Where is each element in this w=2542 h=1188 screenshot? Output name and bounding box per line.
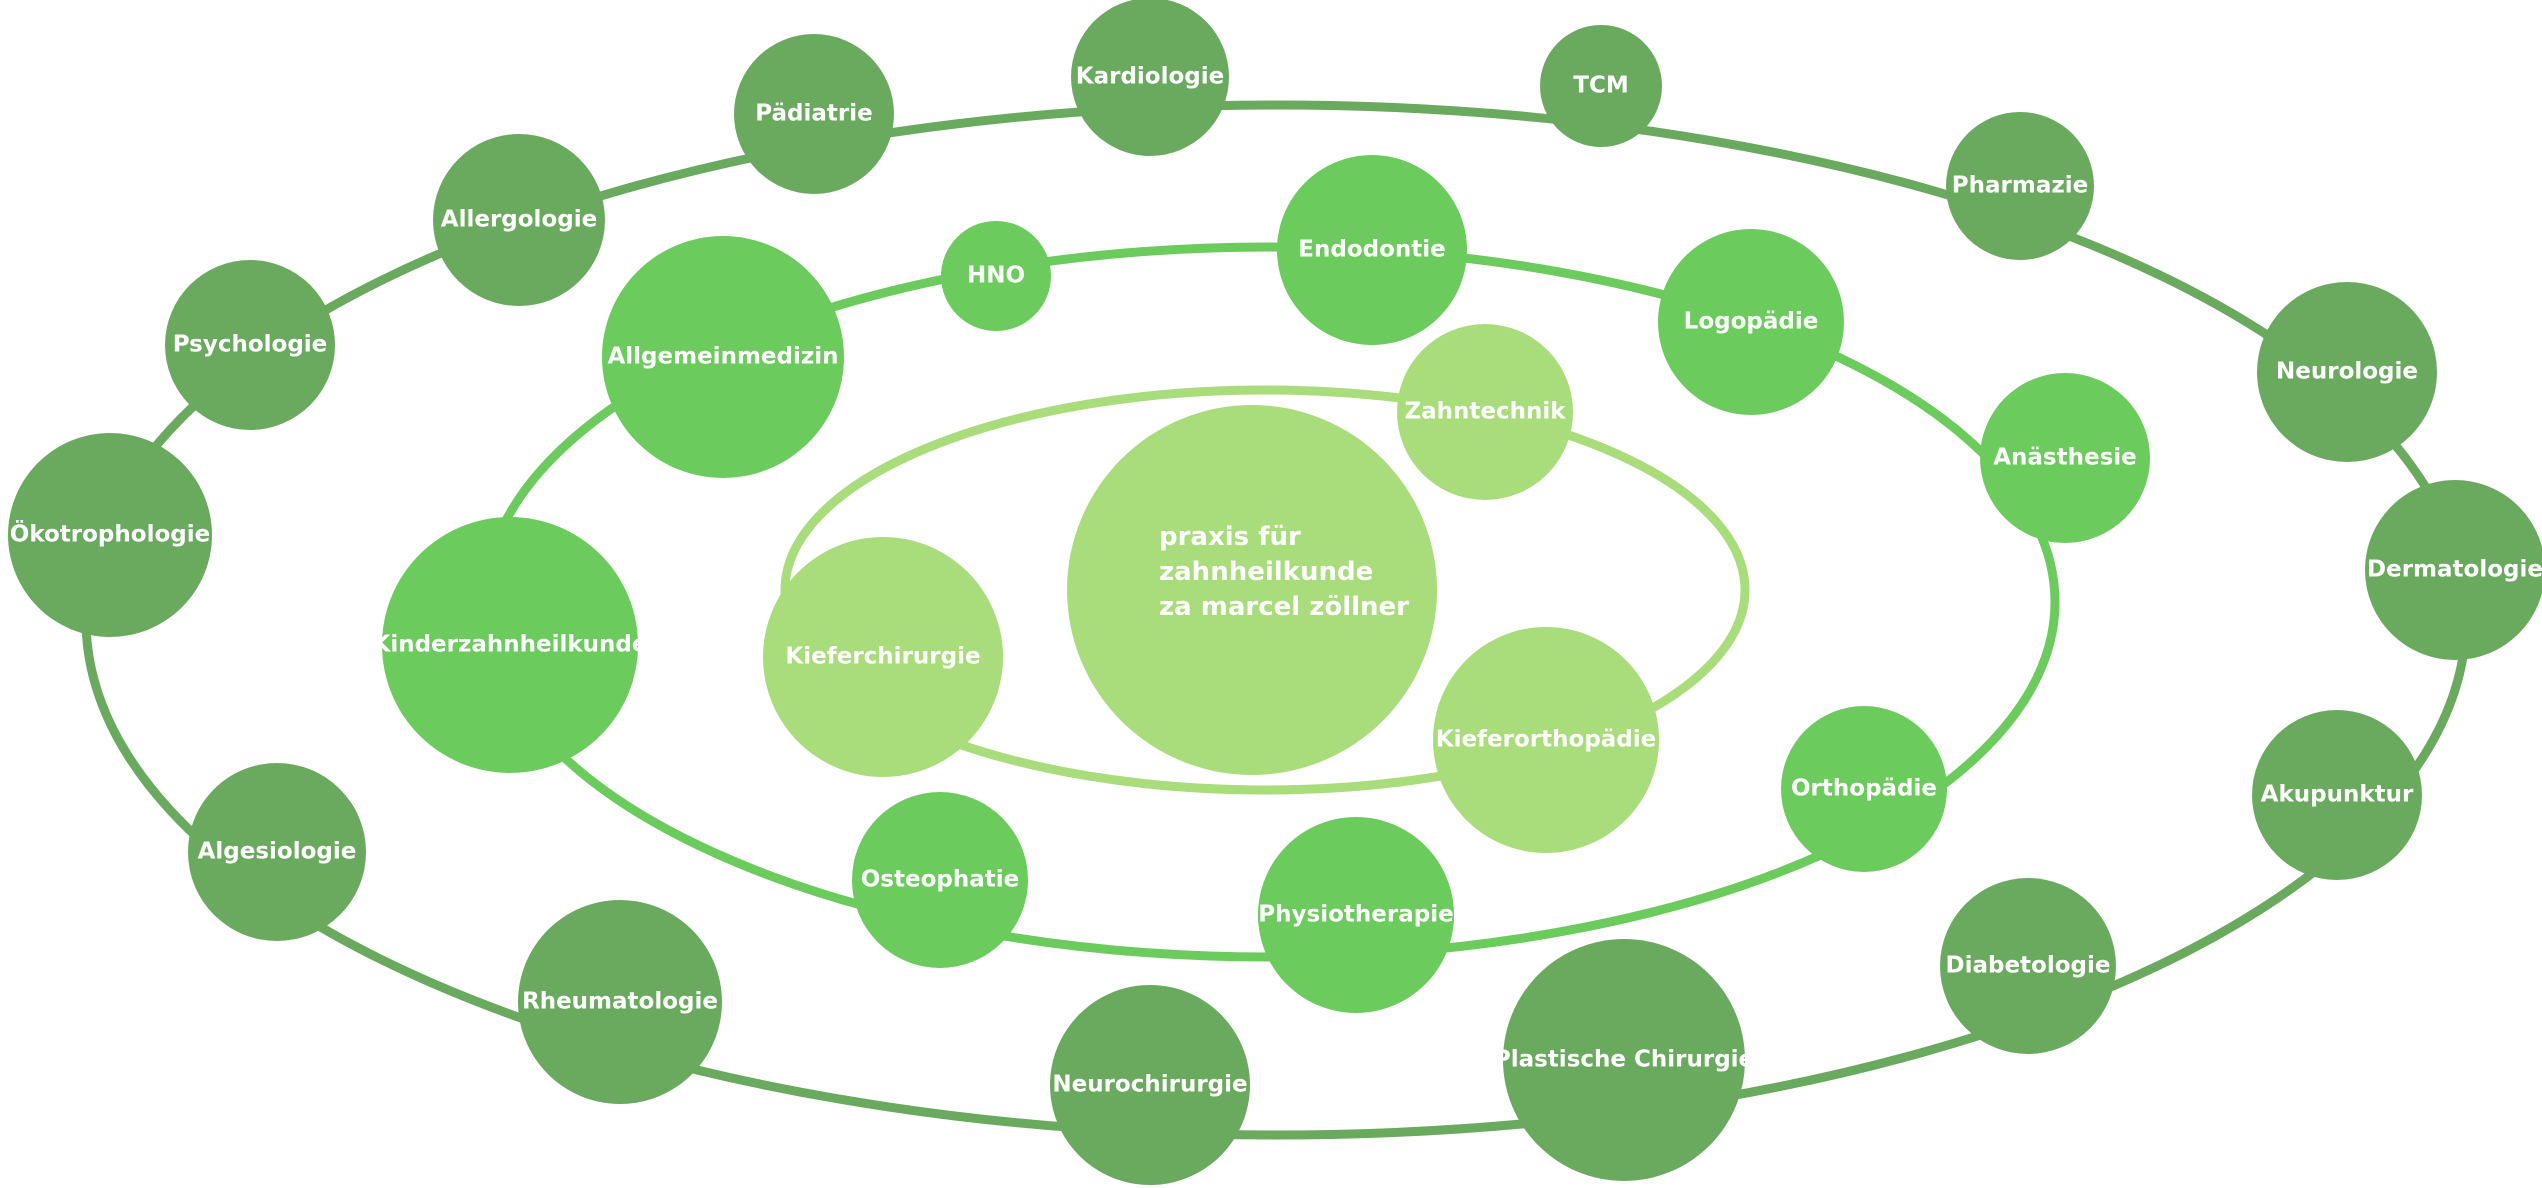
node-label: Endodontie bbox=[1298, 237, 1445, 263]
node-label: Allgemeinmedizin bbox=[607, 344, 838, 370]
node-label: Pädiatrie bbox=[755, 101, 872, 127]
node-label: Ökotrophologie bbox=[10, 520, 210, 548]
node-circle bbox=[2252, 710, 2422, 880]
node-label: Plastische Chirurgie bbox=[1494, 1047, 1754, 1073]
node-psychologie: Psychologie bbox=[165, 260, 335, 430]
node-label: Kardiologie bbox=[1076, 64, 1224, 90]
node-label: Rheumatologie bbox=[522, 989, 718, 1015]
node-circle bbox=[734, 34, 894, 194]
node-endodontie: Endodontie bbox=[1277, 155, 1467, 345]
node-diabetologie: Diabetologie bbox=[1940, 878, 2116, 1054]
node-circle bbox=[165, 260, 335, 430]
node-label: Osteophatie bbox=[861, 867, 1019, 893]
node-circle bbox=[602, 236, 844, 478]
node-kieferchirurgie: Kieferchirurgie bbox=[763, 537, 1003, 777]
node-label: Logopädie bbox=[1684, 309, 1819, 335]
node-label: Pharmazie bbox=[1952, 173, 2088, 199]
node-tcm: TCM bbox=[1540, 25, 1662, 147]
center-circle bbox=[1067, 405, 1437, 775]
node-circle bbox=[1050, 985, 1250, 1185]
node-hno: HNO bbox=[941, 221, 1051, 331]
node-circle bbox=[433, 134, 605, 306]
center-label: praxis für zahnheilkunde za marcel zöllner bbox=[1159, 522, 1409, 622]
node-neurologie: Neurologie bbox=[2257, 282, 2437, 462]
node-logopaedie: Logopädie bbox=[1658, 229, 1844, 415]
node-circle bbox=[1540, 25, 1662, 147]
node-akupunktur: Akupunktur bbox=[2252, 710, 2422, 880]
node-circle bbox=[1433, 627, 1659, 853]
node-allgemeinmedizin: Allgemeinmedizin bbox=[602, 236, 844, 478]
node-paediatrie: Pädiatrie bbox=[734, 34, 894, 194]
center-node: praxis für zahnheilkunde za marcel zöllner bbox=[1067, 405, 1437, 775]
node-kinderzahnheilkunde: Kinderzahnheilkunde bbox=[373, 517, 648, 773]
node-label: Anästhesie bbox=[1993, 445, 2137, 471]
node-label: Psychologie bbox=[173, 332, 328, 358]
node-label: Dermatologie bbox=[2367, 557, 2542, 583]
node-circle bbox=[852, 792, 1028, 968]
node-label: Kieferchirurgie bbox=[785, 644, 980, 670]
node-circle bbox=[1277, 155, 1467, 345]
node-kardiologie: Kardiologie bbox=[1071, 0, 1229, 156]
node-circle bbox=[1940, 878, 2116, 1054]
node-label: Neurologie bbox=[2276, 359, 2418, 385]
node-circle bbox=[1071, 0, 1229, 156]
node-label: Physiotherapie bbox=[1258, 902, 1453, 928]
node-circle bbox=[1658, 229, 1844, 415]
node-algesiologie: Algesiologie bbox=[188, 763, 366, 941]
node-circle bbox=[941, 221, 1051, 331]
node-zahntechnik: Zahntechnik bbox=[1397, 324, 1573, 500]
node-circle bbox=[382, 517, 638, 773]
node-osteophatie: Osteophatie bbox=[852, 792, 1028, 968]
node-label: Neurochirurgie bbox=[1052, 1072, 1247, 1098]
node-circle bbox=[1503, 939, 1745, 1181]
node-circle bbox=[1946, 112, 2094, 260]
node-neurochirurgie: Neurochirurgie bbox=[1050, 985, 1250, 1185]
center-label-line: za marcel zöllner bbox=[1159, 592, 1409, 622]
node-label: Kinderzahnheilkunde bbox=[373, 632, 648, 658]
node-circle bbox=[8, 433, 212, 637]
node-label: Kieferorthopädie bbox=[1436, 727, 1657, 753]
node-circle bbox=[1397, 324, 1573, 500]
node-allergologie: Allergologie bbox=[433, 134, 605, 306]
node-kieferorthopaedie: Kieferorthopädie bbox=[1433, 627, 1659, 853]
node-rheumatologie: Rheumatologie bbox=[518, 900, 722, 1104]
node-label: Zahntechnik bbox=[1404, 399, 1566, 425]
node-label: TCM bbox=[1573, 73, 1628, 99]
node-oekotrophologie: Ökotrophologie bbox=[8, 433, 212, 637]
node-circle bbox=[1258, 817, 1454, 1013]
node-circle bbox=[518, 900, 722, 1104]
node-plastische-chirurgie: Plastische Chirurgie bbox=[1494, 939, 1754, 1181]
node-label: Allergologie bbox=[441, 207, 597, 233]
node-dermatologie: Dermatologie bbox=[2365, 480, 2542, 660]
node-physiotherapie: Physiotherapie bbox=[1258, 817, 1454, 1013]
node-label: Akupunktur bbox=[2261, 782, 2414, 808]
node-circle bbox=[2365, 480, 2542, 660]
node-circle bbox=[1980, 373, 2150, 543]
node-circle bbox=[188, 763, 366, 941]
node-anaesthesie: Anästhesie bbox=[1980, 373, 2150, 543]
node-pharmazie: Pharmazie bbox=[1946, 112, 2094, 260]
center-label-line: praxis für bbox=[1159, 522, 1301, 552]
node-circle bbox=[763, 537, 1003, 777]
node-label: Algesiologie bbox=[198, 839, 357, 865]
node-circle bbox=[1781, 706, 1947, 872]
node-label: Diabetologie bbox=[1946, 953, 2111, 979]
node-label: Orthopädie bbox=[1791, 776, 1937, 802]
node-label: HNO bbox=[967, 263, 1025, 289]
center-label-line: zahnheilkunde bbox=[1159, 557, 1373, 587]
node-circle bbox=[2257, 282, 2437, 462]
node-orthopaedie: Orthopädie bbox=[1781, 706, 1947, 872]
